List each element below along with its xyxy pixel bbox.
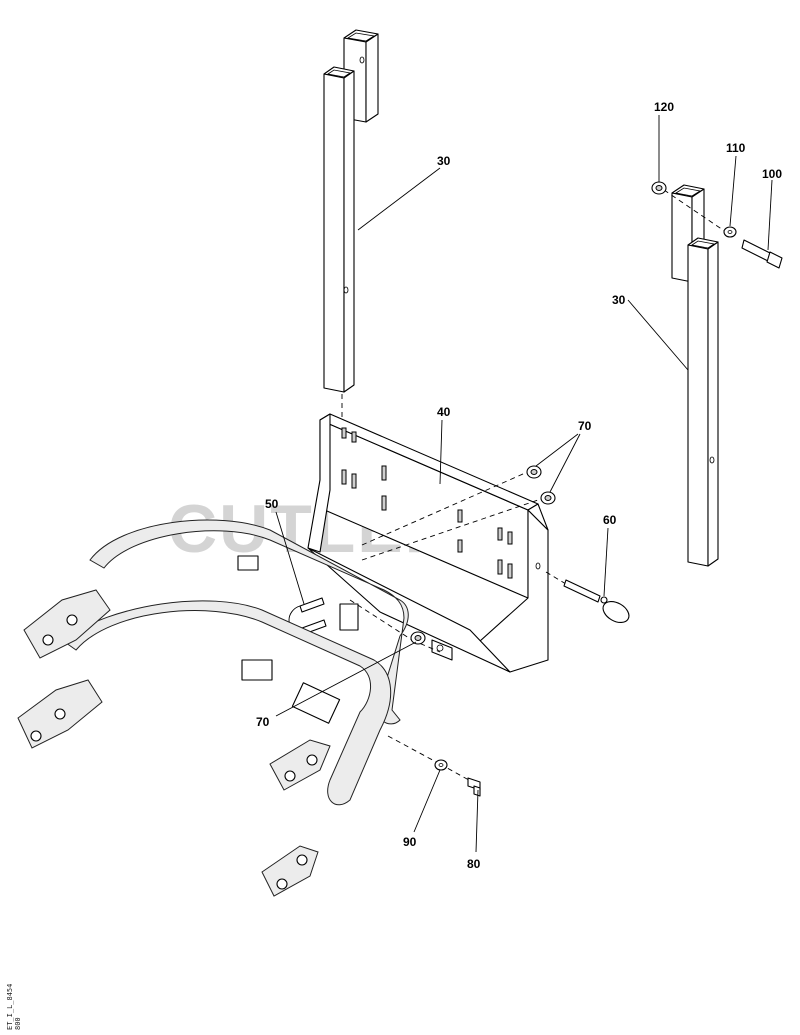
bolt-80 <box>467 777 481 797</box>
callout-30-left: 30 <box>437 154 451 168</box>
washer-110 <box>723 226 737 238</box>
drawing-code-sub: 800 <box>14 1017 22 1030</box>
nut-70-upper-b <box>540 491 556 505</box>
bolt-100 <box>741 239 783 269</box>
callout-60: 60 <box>603 513 617 527</box>
leader-70-a <box>535 433 579 467</box>
callout-120: 120 <box>654 100 674 114</box>
lynch-pin-60 <box>563 579 630 624</box>
callout-110: 110 <box>726 141 746 155</box>
callout-90: 90 <box>403 835 417 849</box>
callout-70-upper: 70 <box>578 419 592 433</box>
callout-30-right: 30 <box>612 293 626 307</box>
callout-50: 50 <box>265 497 279 511</box>
callout-40: 40 <box>437 405 451 419</box>
tubular-frame <box>17 519 409 897</box>
leader-40 <box>439 419 443 485</box>
washer-90 <box>434 759 448 771</box>
leader-100 <box>767 179 773 251</box>
callout-100: 100 <box>762 167 782 181</box>
callout-70-lower: 70 <box>256 715 270 729</box>
leader-70-b <box>549 433 581 493</box>
right-upright-post <box>663 184 727 567</box>
callout-80: 80 <box>467 857 481 871</box>
leader-80 <box>475 789 479 853</box>
leader-50 <box>275 511 305 605</box>
nut-120 <box>651 181 667 195</box>
leader-30-right <box>627 299 689 371</box>
leader-90 <box>413 769 441 833</box>
leader-60 <box>603 527 609 597</box>
drawing-code: ET_I_L_8454 <box>6 984 14 1030</box>
nut-70-lower <box>410 631 426 645</box>
leader-70-lower <box>275 641 417 717</box>
leader-110 <box>729 155 737 227</box>
nut-70-upper-a <box>526 465 542 479</box>
left-upright-post <box>323 29 379 425</box>
leader-30-left <box>357 167 441 231</box>
